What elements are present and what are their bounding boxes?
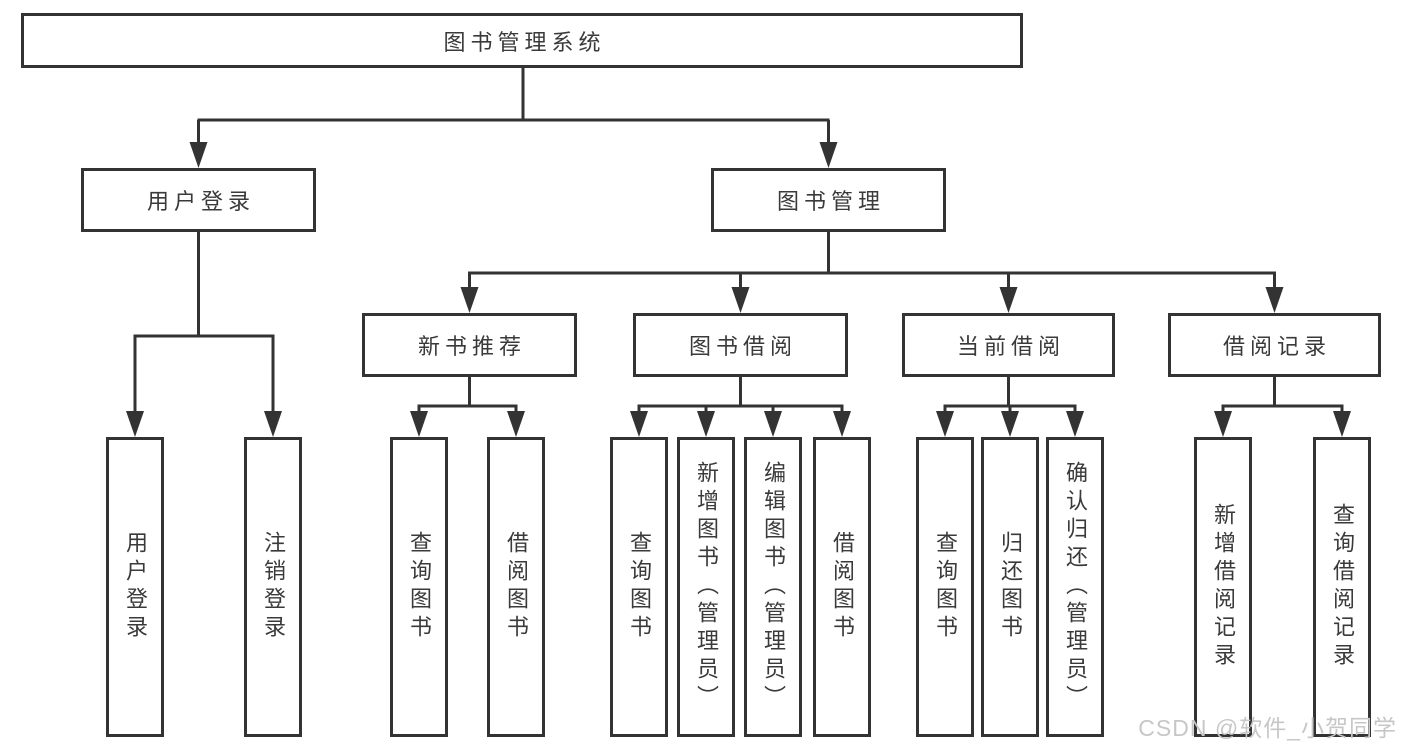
arrow-down-icon	[936, 411, 954, 437]
arrow-down-icon	[1214, 411, 1232, 437]
connector-new-book-branch	[417, 377, 518, 413]
node-label: 当前借阅	[956, 334, 1065, 359]
leaf-add-book-admin: 新增图书（管理员）	[677, 437, 735, 737]
leaf-confirm-return-admin: 确认归还（管理员）	[1046, 437, 1104, 737]
node-label: 编辑图书（管理员）	[761, 461, 786, 713]
arrow-down-icon	[697, 411, 715, 437]
arrow-down-icon	[1265, 287, 1284, 313]
node-label: 查询图书	[407, 531, 432, 643]
node-label: 注销登录	[261, 531, 286, 643]
node-label: 查询借阅记录	[1330, 503, 1355, 671]
arrow-down-icon	[630, 411, 648, 437]
node-new-book-recommendation: 新书推荐	[362, 313, 577, 377]
leaf-add-borrow-record: 新增借阅记录	[1194, 437, 1252, 737]
node-label: 归还图书	[998, 531, 1023, 643]
node-label: 用户登录	[146, 189, 255, 214]
connector-current-borrow-branch	[943, 377, 1077, 413]
arrow-down-icon	[731, 287, 750, 313]
arrow-down-icon	[189, 142, 208, 168]
connector-book-management-branch	[468, 232, 1276, 289]
node-label: 新书推荐	[417, 334, 526, 359]
csdn-watermark: CSDN @软件_小贺同学	[1138, 715, 1397, 741]
arrow-down-icon	[1066, 411, 1084, 437]
node-label: 确认归还（管理员）	[1063, 461, 1088, 713]
node-library-management-system: 图书管理系统	[21, 13, 1023, 68]
node-book-management-module: 图书管理	[711, 168, 946, 232]
node-label: 查询图书	[933, 531, 958, 643]
node-label: 借阅记录	[1222, 334, 1331, 359]
arrow-down-icon	[460, 287, 479, 313]
connector-lines	[133, 68, 1344, 413]
leaf-return-book: 归还图书	[981, 437, 1039, 737]
arrow-down-icon	[507, 411, 525, 437]
node-label: 新增图书（管理员）	[694, 461, 719, 713]
arrow-down-icon	[1333, 411, 1351, 437]
arrow-down-icon	[264, 411, 282, 437]
node-label: 借阅图书	[504, 531, 529, 643]
arrow-down-icon	[833, 411, 851, 437]
node-current-borrowing: 当前借阅	[902, 313, 1115, 377]
connector-user-login-branch	[133, 232, 275, 413]
leaf-borrow-books: 借阅图书	[813, 437, 871, 737]
arrow-down-icon	[1001, 411, 1019, 437]
leaf-borrow-books-recommend: 借阅图书	[487, 437, 545, 737]
node-label: 借阅图书	[830, 531, 855, 643]
node-label: 查询图书	[627, 531, 652, 643]
connector-root	[197, 68, 830, 144]
arrow-down-icon	[764, 411, 782, 437]
node-book-borrowing: 图书借阅	[633, 313, 848, 377]
node-label: 图书管理系统	[443, 29, 606, 55]
leaf-logout: 注销登录	[244, 437, 302, 737]
arrowheads	[126, 142, 1351, 437]
node-label: 图书管理	[776, 189, 885, 214]
arrow-down-icon	[126, 411, 144, 437]
arrow-down-icon	[819, 142, 838, 168]
leaf-query-borrow-record: 查询借阅记录	[1313, 437, 1371, 737]
leaf-user-login: 用户登录	[106, 437, 164, 737]
node-label: 新增借阅记录	[1211, 503, 1236, 671]
connector-book-borrow-branch	[637, 377, 844, 413]
node-borrowing-records: 借阅记录	[1168, 313, 1381, 377]
leaf-query-books-current: 查询图书	[916, 437, 974, 737]
arrow-down-icon	[999, 287, 1018, 313]
node-label: 图书借阅	[688, 334, 797, 359]
arrow-down-icon	[410, 411, 428, 437]
leaf-query-books-recommend: 查询图书	[390, 437, 448, 737]
node-user-login-module: 用户登录	[81, 168, 316, 232]
leaf-query-books-borrow: 查询图书	[610, 437, 668, 737]
connector-borrow-records-branch	[1221, 377, 1344, 413]
node-label: 用户登录	[123, 531, 148, 643]
leaf-edit-book-admin: 编辑图书（管理员）	[744, 437, 802, 737]
